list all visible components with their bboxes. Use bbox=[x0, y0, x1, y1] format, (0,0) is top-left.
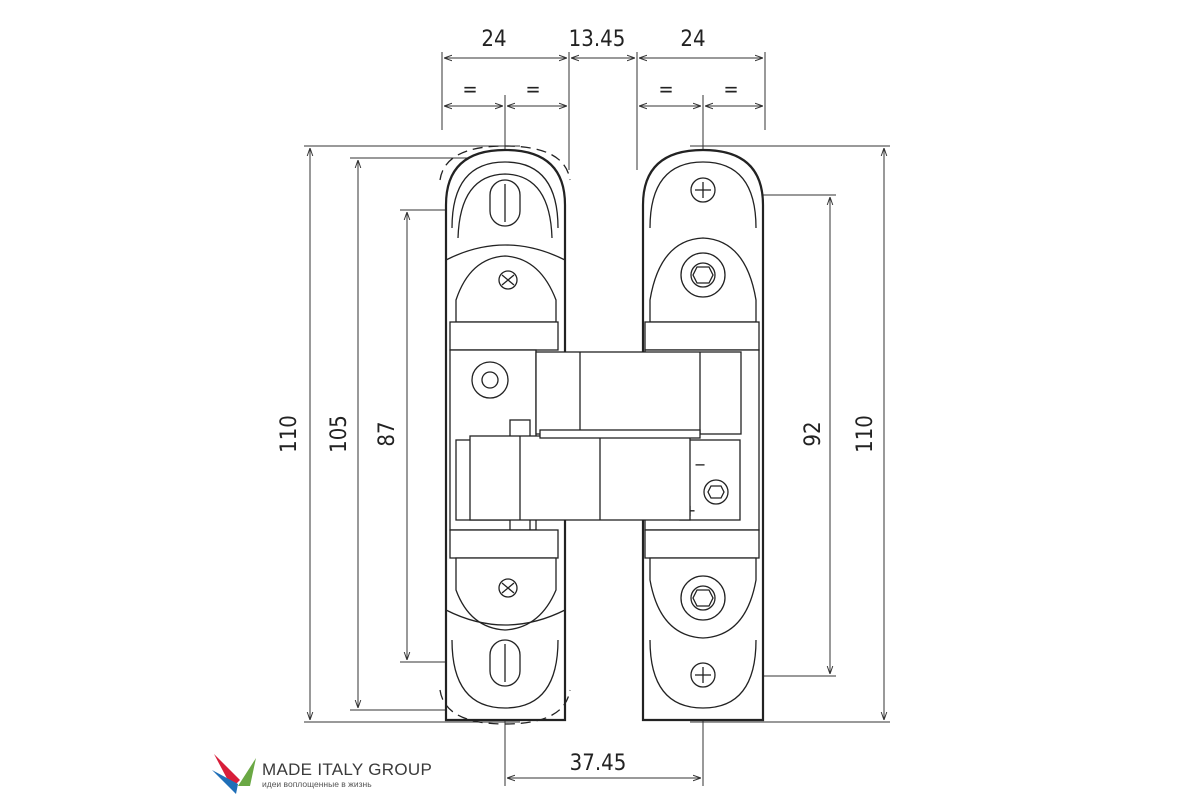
hinge-center-arms bbox=[469, 351, 742, 521]
equal-mark-3: = bbox=[658, 77, 673, 101]
right-dimension-lines bbox=[690, 145, 890, 723]
dim-left-87: 87 bbox=[375, 421, 400, 446]
logo-company-name: MADE ITALY GROUP bbox=[262, 760, 433, 779]
dim-right-92: 92 bbox=[801, 421, 826, 446]
made-italy-group-logo-icon bbox=[212, 754, 256, 794]
dim-right-110: 110 bbox=[853, 415, 878, 453]
dim-left-110: 110 bbox=[277, 415, 302, 453]
equal-mark-1: = bbox=[462, 77, 477, 101]
equal-mark-4: = bbox=[723, 77, 738, 101]
dim-top-left-width: 24 bbox=[481, 27, 506, 52]
logo-tagline: идеи воплощенные в жизнь bbox=[262, 779, 372, 789]
dim-top-right-width: 24 bbox=[680, 27, 705, 52]
dim-top-gap: 13.45 bbox=[569, 27, 626, 52]
dim-bottom-offset: 37.45 bbox=[570, 751, 627, 776]
adjust-minus-symbol: − bbox=[694, 455, 706, 474]
equal-mark-2: = bbox=[525, 77, 540, 101]
dim-left-105: 105 bbox=[327, 415, 352, 453]
right-hinge-leaf: − + bbox=[641, 148, 765, 722]
